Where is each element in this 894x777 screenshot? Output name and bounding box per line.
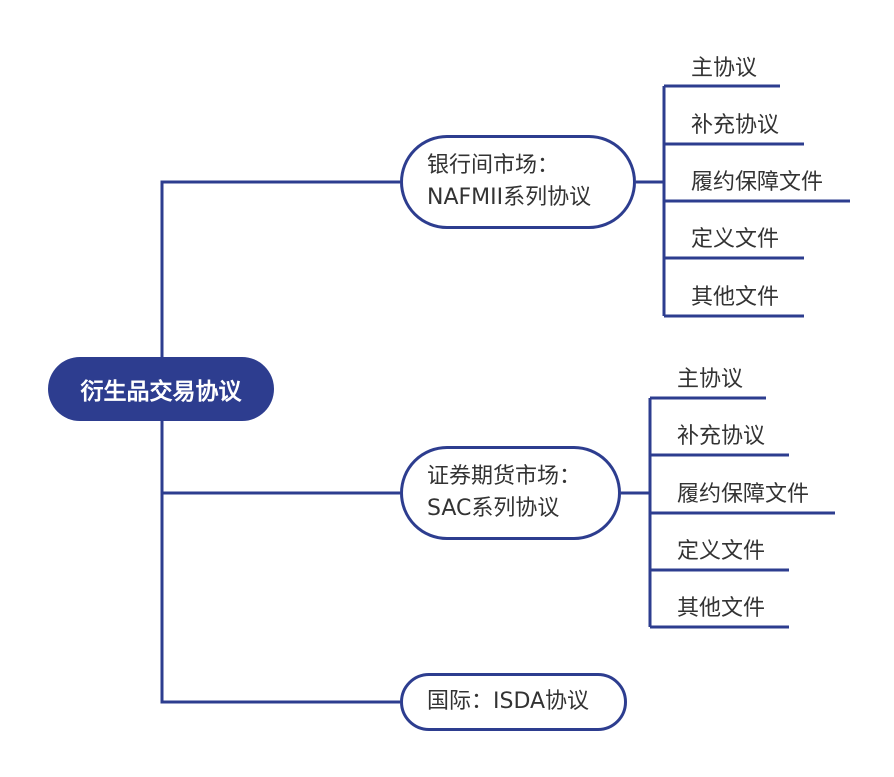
leaf-supplemental-agreement[interactable]: 补充协议 xyxy=(677,424,766,449)
branch-node-line1: 证券期货市场： xyxy=(427,464,582,489)
leaf-other-documents[interactable]: 其他文件 xyxy=(677,596,766,621)
leaf-credit-support-documents[interactable]: 履约保障文件 xyxy=(677,482,810,507)
branch-node-interbank[interactable]: 银行间市场： NAFMII系列协议 xyxy=(400,135,636,229)
leaf-master-agreement[interactable]: 主协议 xyxy=(677,367,744,392)
branch-node-line1: 银行间市场： xyxy=(427,153,560,178)
leaf-definitions-documents[interactable]: 定义文件 xyxy=(677,539,766,564)
branch-node-line1: 国际：ISDA协议 xyxy=(427,689,590,714)
branch-2-connector xyxy=(621,396,835,629)
trunk-line xyxy=(160,180,400,704)
leaf-master-agreement[interactable]: 主协议 xyxy=(691,56,758,81)
leaf-definitions-documents[interactable]: 定义文件 xyxy=(691,227,780,252)
root-node[interactable]: 衍生品交易协议 xyxy=(48,357,274,421)
branch-node-line2: SAC系列协议 xyxy=(427,496,560,521)
branch-node-line2: NAFMII系列协议 xyxy=(427,185,592,210)
leaf-supplemental-agreement[interactable]: 补充协议 xyxy=(691,113,780,138)
branch-1-connector xyxy=(636,84,850,318)
leaf-other-documents[interactable]: 其他文件 xyxy=(691,285,780,310)
branch-node-securities[interactable]: 证券期货市场： SAC系列协议 xyxy=(400,446,621,540)
leaf-credit-support-documents[interactable]: 履约保障文件 xyxy=(691,170,824,195)
branch-node-international[interactable]: 国际：ISDA协议 xyxy=(400,673,627,731)
